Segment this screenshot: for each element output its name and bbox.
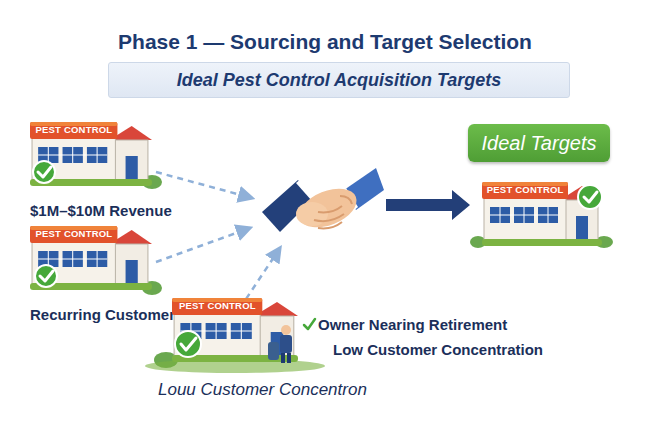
main-arrow [386,190,470,220]
sign-text: PEST CONTROL [30,228,118,239]
building-node: PEST CONTROLRecurring Customers [30,226,152,290]
technician-figure [268,325,292,363]
building-node: PEST CONTROL [482,182,602,246]
check-badge [578,185,602,209]
criteria-label: Low Customer Concentration [333,341,543,358]
target-badge: Ideal Targets [468,124,610,162]
bush [142,175,613,368]
target-label: Ideal Targets [482,132,597,155]
sign-text: PEST CONTROL [172,300,263,311]
building-node: PEST CONTROLLouu Customer Concentron [172,298,298,362]
check-badge [175,331,201,357]
dashed-arrow [156,172,252,198]
criteria-label: Recurring Customers [30,306,183,323]
subtitle-text: Ideal Pest Control Acquisition Targets [177,70,502,91]
check-badge [33,161,55,183]
caption-label: Louu Customer Concentron [158,380,367,400]
handshake-icon [262,168,384,235]
sign-text: PEST CONTROL [482,184,568,195]
building-node: PEST CONTROL$1M–$10M Revenue [30,122,152,186]
criteria-label: $1M–$10M Revenue [30,202,172,219]
check-mark [304,319,315,329]
dashed-arrow [156,228,250,262]
check-badge [35,265,57,287]
subtitle-band: Ideal Pest Control Acquisition Targets [108,62,570,98]
diagram-title: Phase 1 — Sourcing and Target Selection [0,30,650,54]
sign-text: PEST CONTROL [30,124,118,135]
criteria-label: Owner Nearing Retirement [318,316,507,333]
